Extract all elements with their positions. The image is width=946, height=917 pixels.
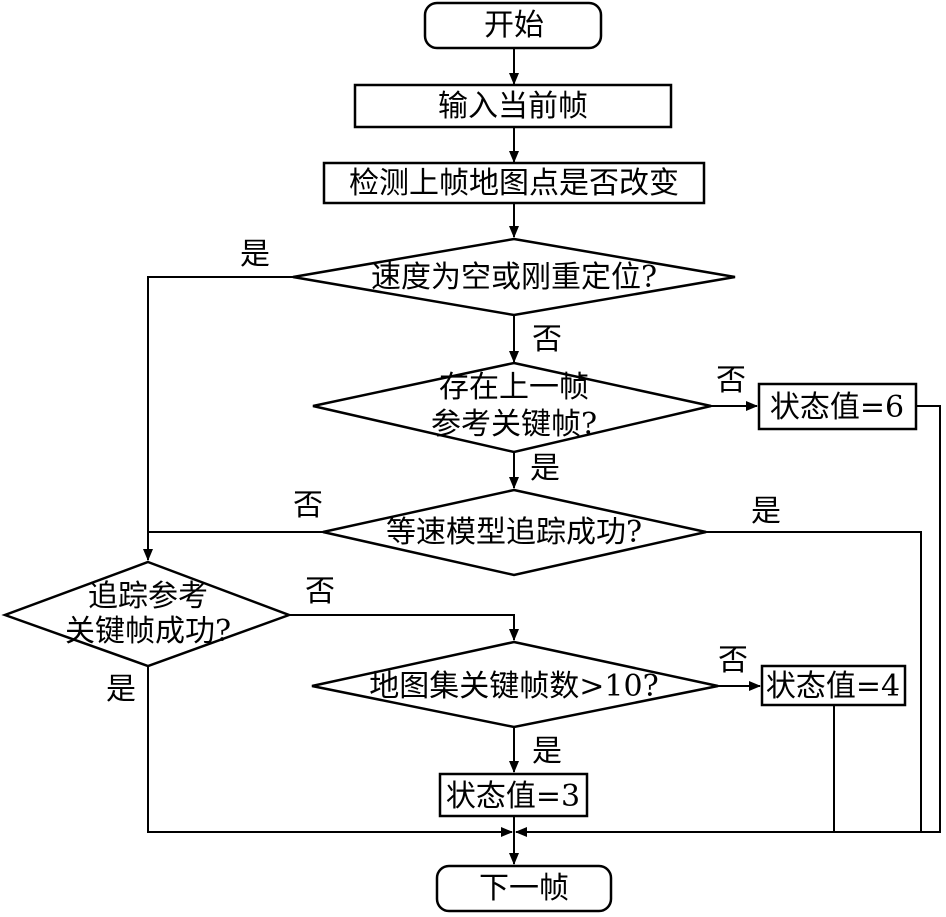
state-3-node: 状态值=3: [438, 772, 589, 818]
decision-track-ref-node: 追踪参考 关键帧成功?: [1, 560, 293, 668]
connectors: [143, 48, 941, 865]
label-const-velocity-yes: 是: [751, 494, 781, 529]
state-4-label: 状态值=4: [766, 669, 900, 704]
decision-track-ref-label-line2: 关键帧成功?: [65, 614, 231, 649]
label-map-keyframes-yes: 是: [532, 734, 562, 769]
edge-track-ref-yes: [147, 666, 513, 837]
label-map-keyframes-no: 否: [718, 643, 748, 678]
state-6-label: 状态值=6: [770, 390, 904, 425]
decision-map-keyframes-label: 地图集关键帧数>10?: [369, 669, 658, 704]
label-const-velocity-no: 否: [293, 488, 323, 523]
input-frame-label: 输入当前帧: [438, 89, 588, 124]
decision-velocity-node: 速度为空或刚重定位?: [292, 237, 736, 317]
label-track-ref-yes: 是: [106, 672, 136, 707]
decision-prev-keyframe-node: 存在上一帧 参考关键帧?: [312, 361, 712, 454]
label-velocity-no: 否: [532, 322, 562, 357]
check-map-points-node: 检测上帧地图点是否改变: [322, 161, 706, 205]
state-3-label: 状态值=3: [446, 779, 580, 814]
decision-prev-keyframe-label-line1: 存在上一帧: [439, 370, 589, 405]
state-6-node: 状态值=6: [757, 382, 918, 431]
edge-state-6-to-merge: [515, 405, 941, 837]
label-track-ref-no: 否: [305, 574, 335, 609]
start-label: 开始: [484, 8, 544, 43]
input-frame-node: 输入当前帧: [353, 83, 673, 129]
label-velocity-yes: 是: [240, 237, 270, 272]
edge-const-velocity-yes: [706, 531, 922, 832]
edge-velocity-yes: [143, 276, 293, 561]
end-label: 下一帧: [479, 871, 569, 906]
decision-velocity-label: 速度为空或刚重定位?: [371, 260, 657, 295]
start-node: 开始: [423, 1, 603, 50]
decision-track-ref-label-line1: 追踪参考: [88, 579, 208, 614]
decision-const-velocity-node: 等速模型追踪成功?: [322, 488, 707, 577]
edge-track-ref-no: [289, 614, 519, 641]
decision-prev-keyframe-label-line2: 参考关键帧?: [431, 407, 597, 442]
edge-labels: 是 否 否 是 否 是 否 是 否 是: [106, 237, 781, 769]
label-prev-keyframe-no: 否: [716, 363, 746, 398]
decision-const-velocity-label: 等速模型追踪成功?: [386, 515, 642, 550]
end-node: 下一帧: [435, 864, 613, 913]
decision-map-keyframes-node: 地图集关键帧数>10?: [311, 640, 719, 729]
label-prev-keyframe-yes: 是: [530, 451, 560, 486]
state-4-node: 状态值=4: [760, 664, 907, 707]
check-map-points-label: 检测上帧地图点是否改变: [349, 166, 679, 201]
